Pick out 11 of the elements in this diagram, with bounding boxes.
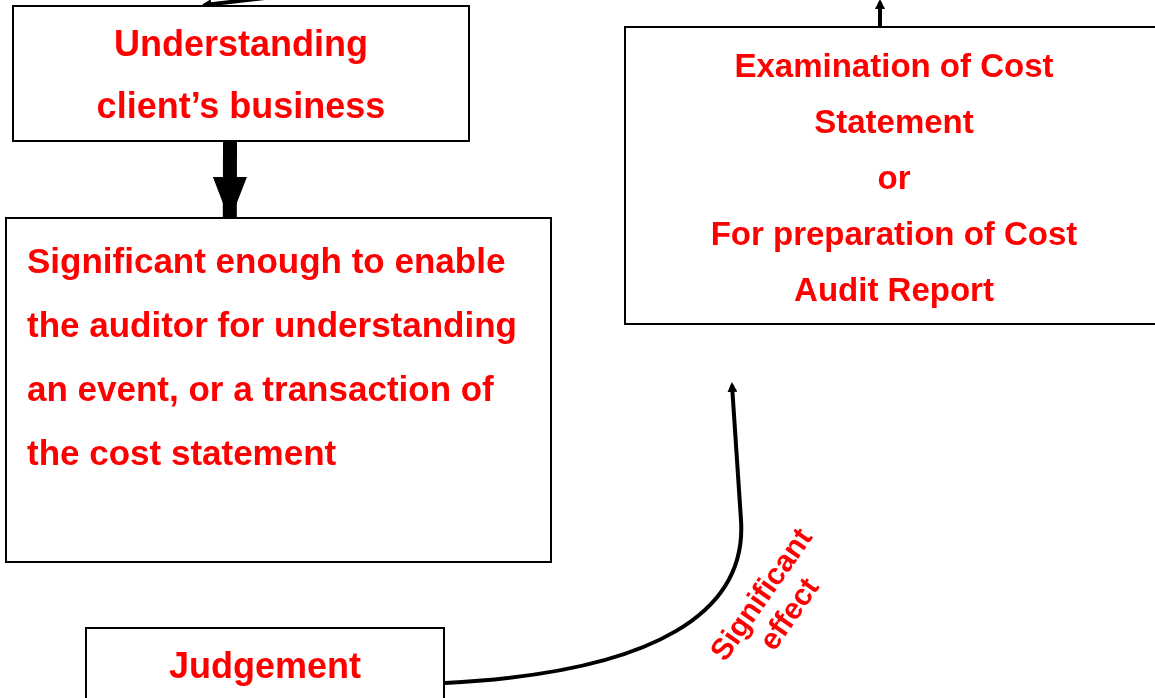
text-box: [12, 5, 470, 142]
text-box: [624, 26, 1155, 325]
box-text: For preparation of Cost Audit Report: [709, 214, 1079, 310]
box-text: Significant enough to enable the auditor for understanding an event, or a transaction of the cost statement: [27, 240, 518, 474]
box-text: Judgement: [169, 644, 361, 688]
arrow: [875, 0, 885, 26]
text-box: [5, 217, 552, 563]
arrow: [444, 382, 743, 685]
box-text: or: [877, 158, 911, 198]
text-box: [85, 627, 445, 698]
box-text: Understanding client’s business: [95, 22, 387, 128]
